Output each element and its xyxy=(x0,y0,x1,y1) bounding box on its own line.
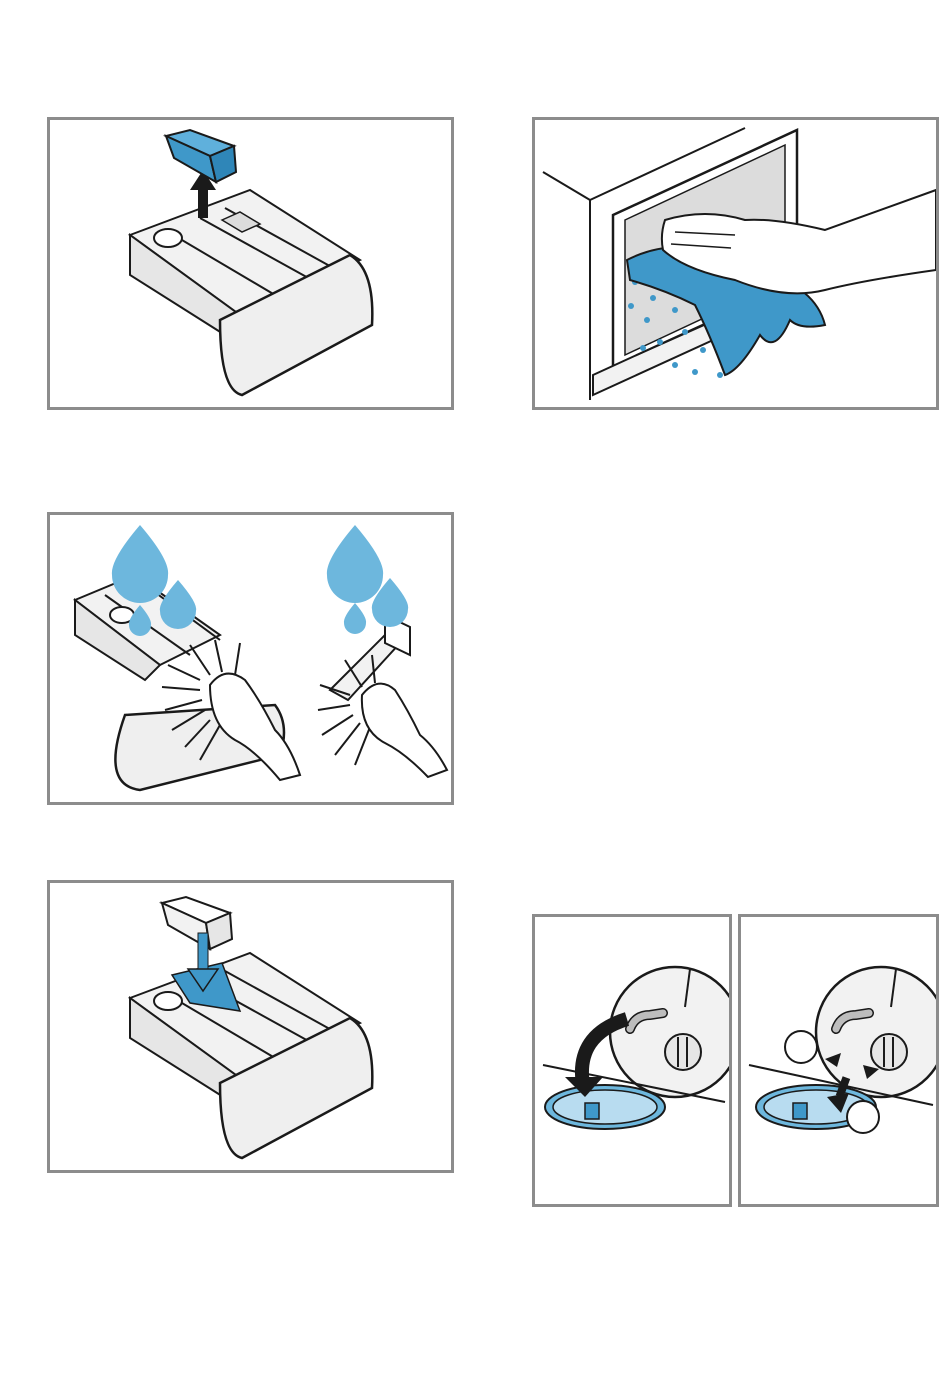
pump-flap-illustration xyxy=(741,917,936,1204)
figure-rinse-and-brush-drawer xyxy=(47,512,454,805)
drawer-illustration xyxy=(50,120,451,407)
rinse-illustration xyxy=(50,515,451,802)
drawer-illustration xyxy=(50,883,451,1170)
callout-circle xyxy=(785,1031,817,1063)
figure-reinsert-siphon-insert xyxy=(47,880,454,1173)
figure-remove-siphon-insert xyxy=(47,117,454,410)
pump-flap-illustration xyxy=(535,917,729,1204)
figure-wipe-dispenser-housing xyxy=(532,117,939,410)
figure-open-pump-flap xyxy=(532,914,732,1207)
siphon-insert-icon xyxy=(166,130,236,182)
siphon-insert-icon xyxy=(162,897,232,949)
figure-insert-pump-flap-lugs xyxy=(738,914,939,1207)
callout-circle xyxy=(847,1101,879,1133)
housing-illustration xyxy=(535,120,936,407)
